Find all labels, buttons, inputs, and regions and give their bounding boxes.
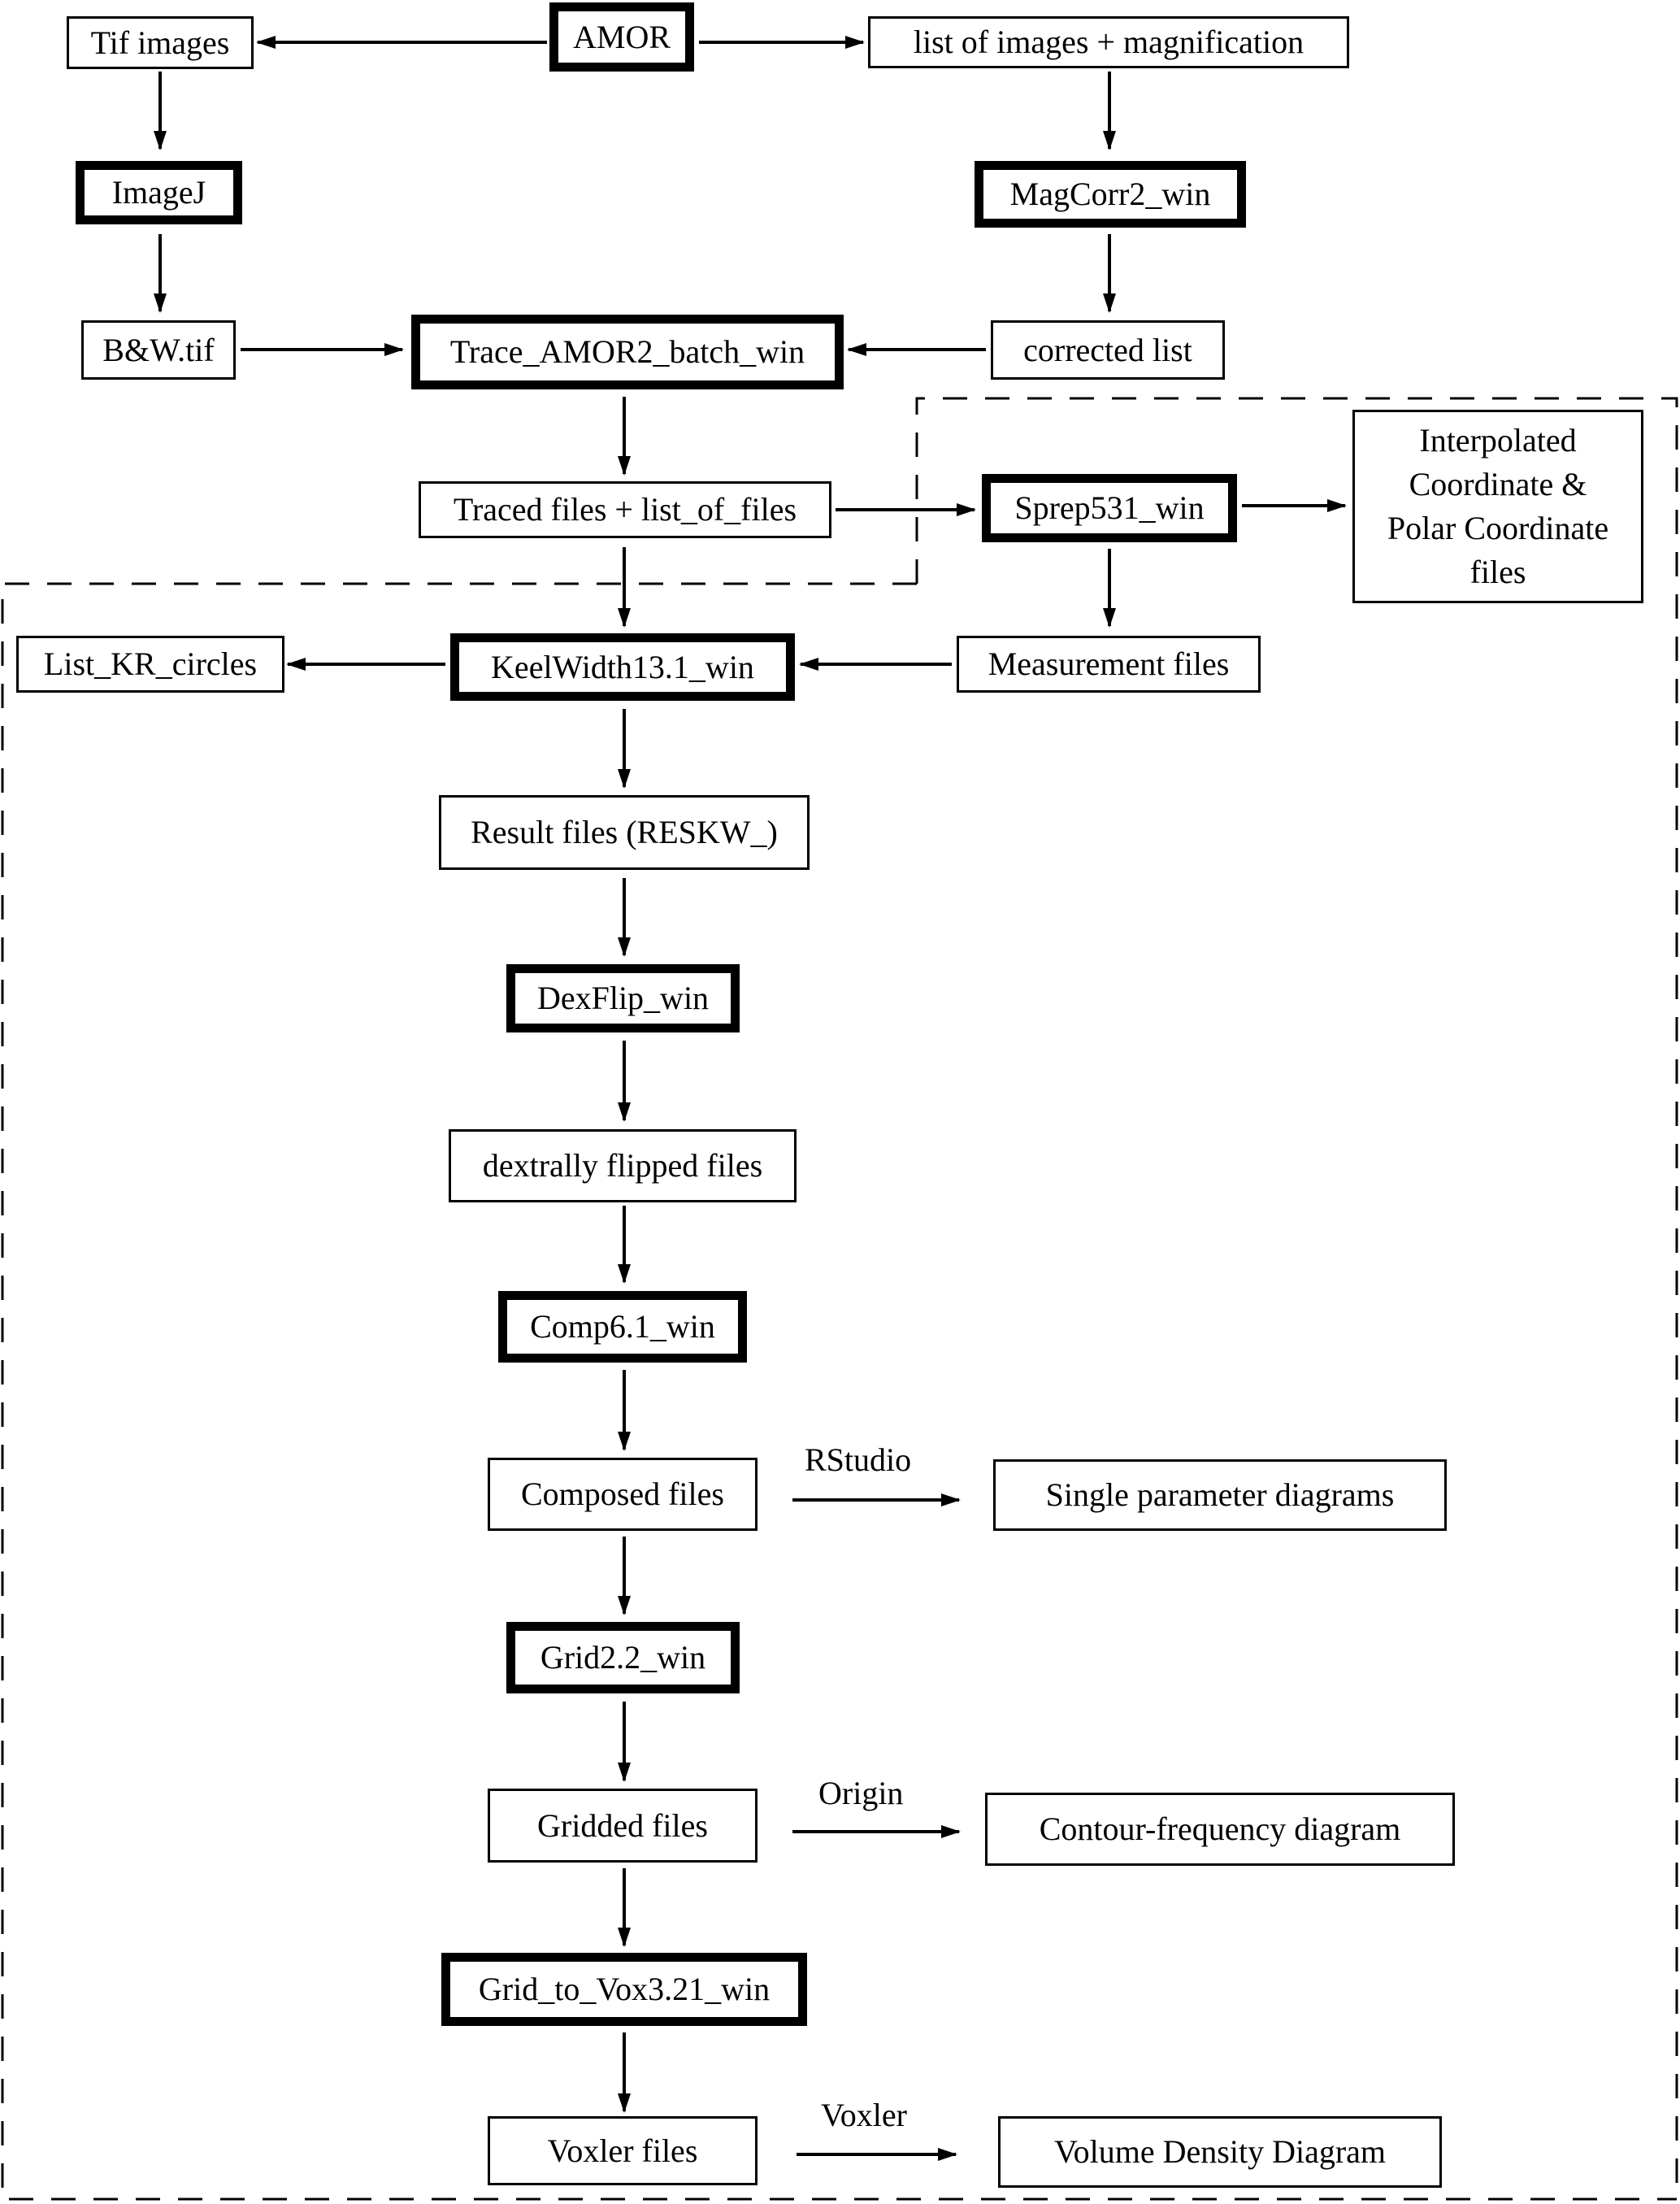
- amor-node: AMOR: [549, 2, 694, 72]
- interpolated-line-3: Polar Coordinate: [1387, 510, 1609, 546]
- dextrally-flipped-node: dextrally flipped files: [449, 1129, 797, 1202]
- bw-tif-node: B&W.tif: [81, 320, 236, 380]
- rstudio-label: RStudio: [805, 1441, 912, 1478]
- grid-to-vox-node: Grid_to_Vox3.21_win: [441, 1953, 807, 2026]
- dexflip-node: DexFlip_win: [506, 964, 740, 1032]
- origin-label: Origin: [818, 1775, 904, 1811]
- list-of-images-node: list of images + magnification: [868, 16, 1349, 68]
- composed-files-node: Composed files: [488, 1458, 758, 1531]
- result-files-node: Result files (RESKW_): [439, 795, 810, 870]
- trace-amor2-node: Trace_AMOR2_batch_win: [411, 315, 844, 389]
- magcorr2-node: MagCorr2_win: [975, 161, 1246, 228]
- volume-density-diagram-node: Volume Density Diagram: [998, 2116, 1442, 2188]
- comp61-node: Comp6.1_win: [498, 1291, 747, 1363]
- corrected-list-node: corrected list: [991, 320, 1225, 380]
- interpolated-line-4: files: [1469, 554, 1526, 590]
- voxler-files-node: Voxler files: [488, 2116, 758, 2185]
- voxler-label: Voxler: [821, 2097, 907, 2133]
- imagej-node: ImageJ: [76, 161, 242, 224]
- interpolated-line-1: Interpolated: [1419, 422, 1577, 459]
- traced-files-node: Traced files + list_of_files: [419, 481, 831, 538]
- interpolated-coordinate-node: Interpolated Coordinate & Polar Coordina…: [1352, 410, 1643, 603]
- gridded-files-node: Gridded files: [488, 1789, 758, 1863]
- single-parameter-diagrams-node: Single parameter diagrams: [993, 1459, 1447, 1531]
- grid22-node: Grid2.2_win: [506, 1622, 740, 1693]
- measurement-files-node: Measurement files: [957, 636, 1261, 693]
- tif-images-node: Tif images: [67, 16, 254, 69]
- keelwidth-node: KeelWidth13.1_win: [450, 633, 795, 701]
- list-kr-circles-node: List_KR_circles: [16, 636, 284, 693]
- dashed-region-sprep: [915, 397, 1678, 2199]
- contour-frequency-diagram-node: Contour-frequency diagram: [985, 1793, 1455, 1866]
- interpolated-line-2: Coordinate &: [1409, 466, 1587, 502]
- sprep531-node: Sprep531_win: [982, 474, 1237, 542]
- dashed-region-main: [1, 582, 1677, 2201]
